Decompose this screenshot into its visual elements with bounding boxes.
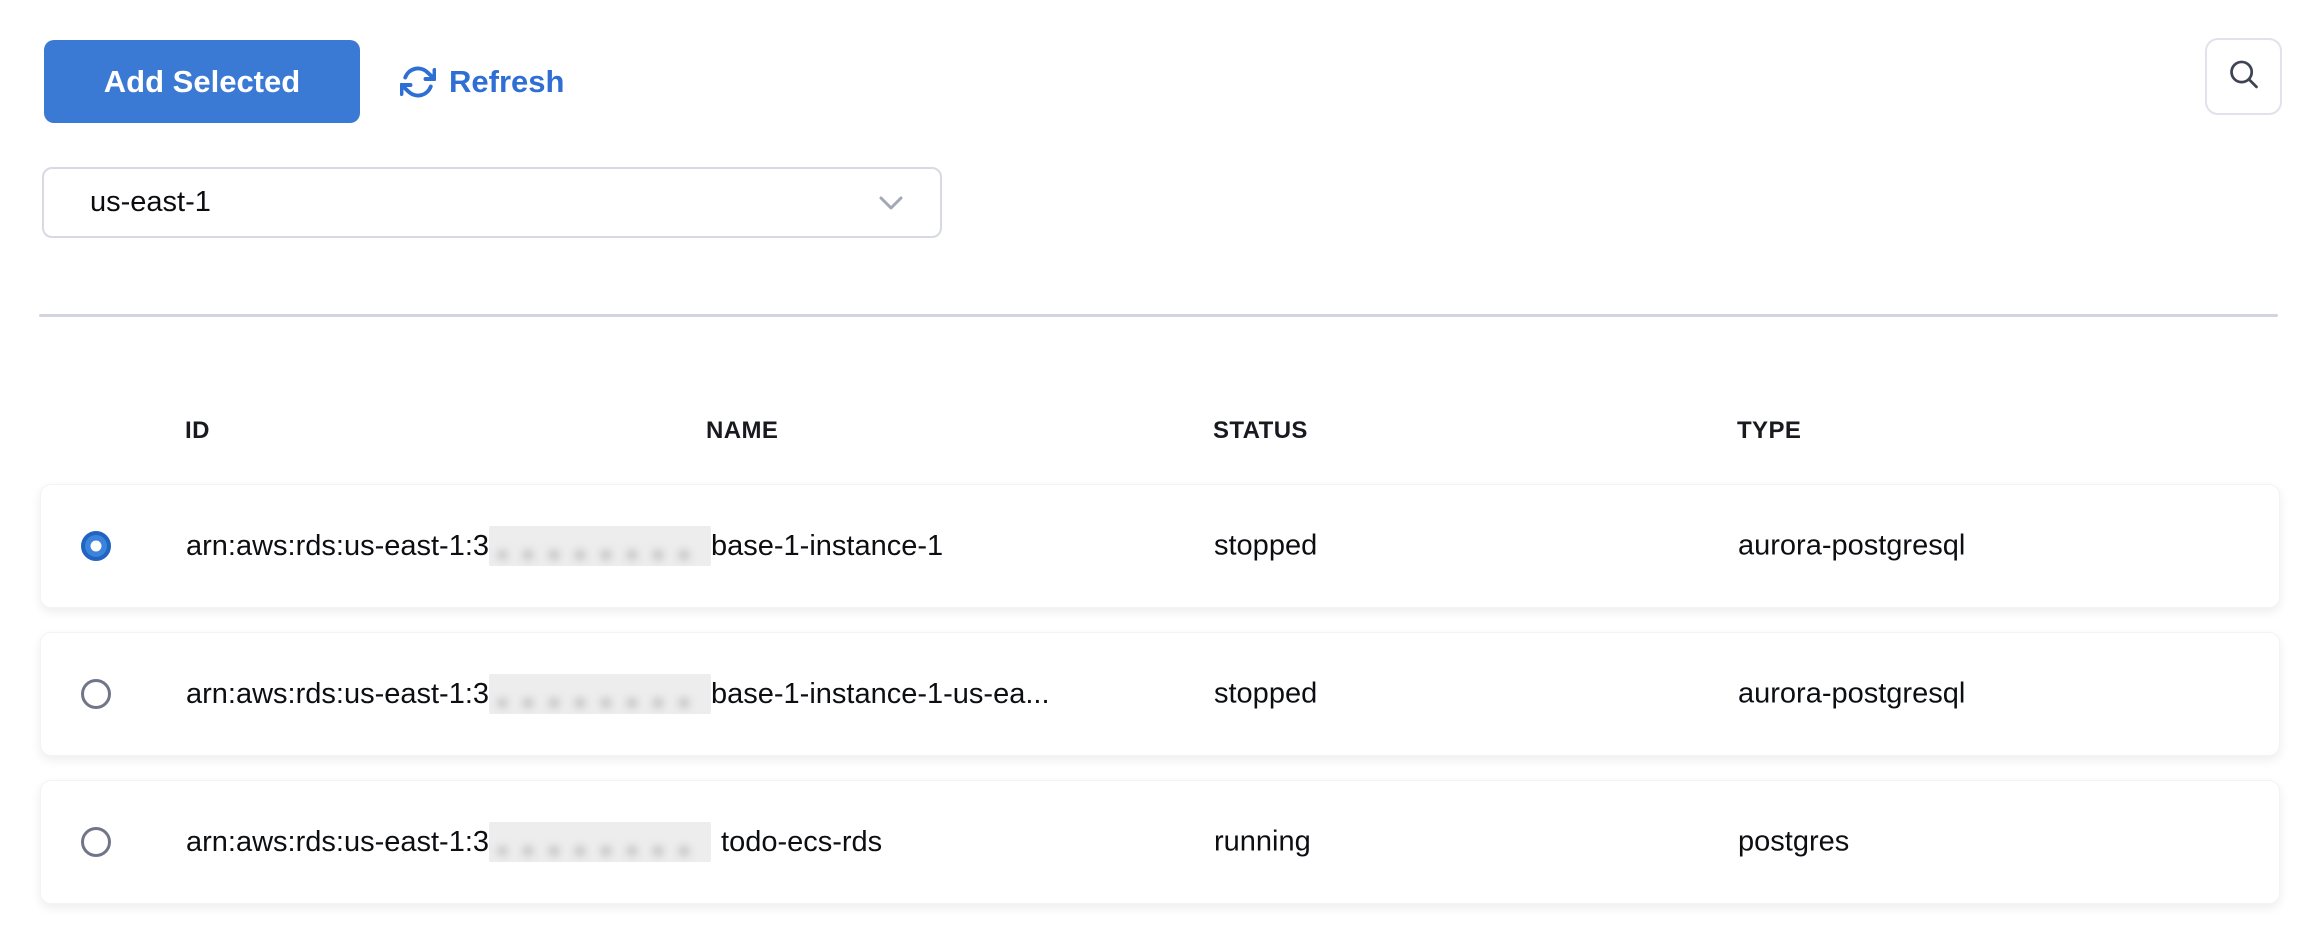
column-header-type: TYPE	[1737, 417, 1802, 444]
instance-id: arn:aws:rds:us-east-1:3 todo-ecs-rds	[186, 822, 1221, 862]
instance-id-suffix: base-1-instance-1-us-ea...	[711, 677, 1050, 710]
chevron-down-icon	[878, 195, 904, 211]
instance-id-prefix: arn:aws:rds:us-east-1:3	[186, 677, 490, 710]
instance-id: arn:aws:rds:us-east-1:3 base-1-instance-…	[186, 674, 1221, 714]
add-selected-button[interactable]: Add Selected	[44, 40, 360, 123]
instance-type: aurora-postgresql	[1738, 677, 1966, 710]
instance-status: running	[1214, 825, 1311, 858]
table-row[interactable]: arn:aws:rds:us-east-1:3 base-1-instance-…	[40, 632, 2280, 756]
instance-id-prefix: arn:aws:rds:us-east-1:3	[186, 825, 490, 858]
table-row[interactable]: arn:aws:rds:us-east-1:3 todo-ecs-rds run…	[40, 780, 2280, 904]
radio-button[interactable]	[81, 679, 111, 709]
instance-id-suffix: base-1-instance-1	[711, 529, 944, 562]
section-divider	[39, 314, 2278, 317]
redacted-account-id	[489, 822, 712, 862]
instance-id-prefix: arn:aws:rds:us-east-1:3	[186, 529, 490, 562]
refresh-label: Refresh	[449, 63, 565, 99]
instance-id: arn:aws:rds:us-east-1:3 base-1-instance-…	[186, 526, 1221, 566]
instance-status: stopped	[1214, 677, 1318, 710]
refresh-icon	[400, 64, 436, 100]
region-select[interactable]: us-east-1	[42, 167, 942, 238]
search-icon	[2225, 56, 2263, 97]
instance-type: aurora-postgresql	[1738, 529, 1966, 562]
radio-button-selected[interactable]	[81, 531, 111, 561]
radio-button[interactable]	[81, 827, 111, 857]
column-header-id: ID	[185, 417, 210, 444]
table-header: ID NAME STATUS TYPE	[40, 417, 2280, 447]
instance-id-suffix: todo-ecs-rds	[721, 825, 883, 858]
redacted-account-id	[489, 526, 712, 566]
refresh-button[interactable]: Refresh	[400, 40, 564, 123]
region-select-value: us-east-1	[90, 186, 211, 218]
column-header-status: STATUS	[1213, 417, 1308, 444]
search-button[interactable]	[2205, 38, 2282, 115]
table-row[interactable]: arn:aws:rds:us-east-1:3 base-1-instance-…	[40, 484, 2280, 608]
column-header-name: NAME	[706, 417, 779, 444]
redacted-account-id	[489, 674, 712, 714]
instance-status: stopped	[1214, 529, 1318, 562]
instance-type: postgres	[1738, 825, 1850, 858]
